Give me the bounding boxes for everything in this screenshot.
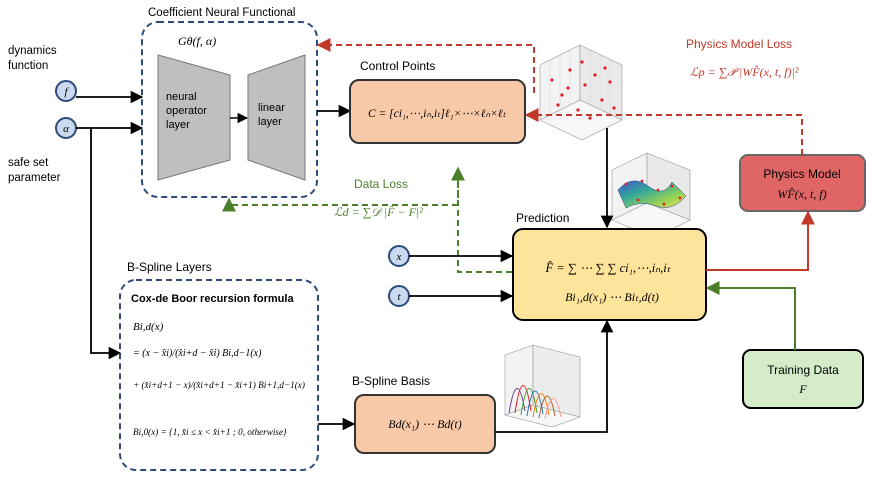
node-t-label: t: [397, 291, 401, 303]
training-data-title: Training Data: [767, 363, 839, 377]
prediction-formula-1: F̂ = ∑ ⋯ ∑ ∑ ci₁,⋯,iₙ,iₜ: [545, 261, 671, 275]
node-x-label: x: [396, 251, 402, 263]
coefficient-title: Coefficient Neural Functional: [148, 7, 295, 19]
control-points-title: Control Points: [360, 59, 435, 73]
dynamics-function-label-1: dynamics: [8, 45, 57, 57]
node-f: [55, 80, 77, 102]
dynamics-function-label-2: function: [8, 60, 48, 72]
physics-model-to-control-arrow: [524, 108, 803, 155]
neural-operator-text-1: neural: [166, 91, 197, 103]
physics-model-title: Physics Model: [763, 167, 840, 181]
coefficient-box: [141, 21, 318, 198]
neural-operator-text-2: operator: [166, 105, 207, 117]
prediction-title: Prediction: [516, 211, 569, 225]
node-f-label: f: [64, 86, 69, 98]
training-data-box: [742, 349, 864, 409]
green-dashed-top: [222, 197, 458, 212]
safe-set-label-1: safe set: [8, 157, 49, 169]
physics-loss-to-g-arrow: [316, 38, 535, 93]
safe-set-label-2: parameter: [8, 172, 61, 184]
control-points-formula: C = [ci₁,⋯,iₙ,iₜ]ℓ₁×⋯×ℓₙ×ℓₜ: [368, 108, 507, 120]
cox-line-1: Bi,d(x): [133, 321, 164, 333]
arrow-training-to-prediction: [705, 281, 796, 350]
bspline-basis-title: B-Spline Basis: [352, 374, 430, 388]
prediction-formula-2: Bi₁,d(x₁) ⋯ Biₜ,d(t): [565, 290, 659, 304]
physics-loss-title: Physics Model Loss: [686, 37, 792, 51]
physics-model-formula: WF̂(x, t, f): [777, 187, 826, 201]
linear-layer: [247, 54, 306, 181]
control-points-3d-scatter: [539, 44, 623, 141]
cox-line-3: + (x̂i+d+1 − x)/(x̂i+d+1 − x̂i+1) Bi+1,d…: [133, 380, 305, 390]
cox-line-2: = (x − x̂i)/(x̂i+d − x̂i) Bi,d−1(x): [133, 348, 262, 359]
data-loss-formula: ℒd = ∑𝒟 |F̂ − F|²: [334, 205, 423, 219]
bspline-layers-title: B-Spline Layers: [127, 260, 212, 274]
neural-operator-layer: [157, 54, 231, 181]
bspline-layers-box: [119, 279, 319, 471]
node-alpha-label: α: [63, 123, 69, 135]
physics-loss-formula: ℒp = ∑𝒫 |WF̂(x, t, f)|²: [690, 65, 799, 79]
arrow-alpha-to-bspline: [90, 128, 122, 360]
neural-operator-text-3: layer: [166, 119, 190, 131]
bspline-curves-icon: [503, 344, 582, 428]
arrow-prediction-to-physics: [706, 210, 815, 271]
arrow-basis-to-prediction: [495, 319, 614, 433]
prediction-3d-surface: [611, 152, 691, 239]
cox-de-boor-title: Cox-de Boor recursion formula: [131, 293, 294, 305]
data-loss-title: Data Loss: [354, 177, 408, 191]
cox-line-4: Bi,0(x) = {1, x̂i ≤ x < x̂i+1 ; 0, other…: [133, 427, 287, 437]
bspline-basis-formula: Bd(x₁) ⋯ Bd(t): [388, 417, 461, 431]
linear-layer-text-1: linear: [258, 102, 285, 114]
g-theta-label: Gθ(f, α): [178, 34, 216, 48]
physics-model-box: [739, 154, 866, 212]
training-data-var: F: [798, 382, 807, 396]
linear-layer-text-2: layer: [258, 116, 282, 128]
